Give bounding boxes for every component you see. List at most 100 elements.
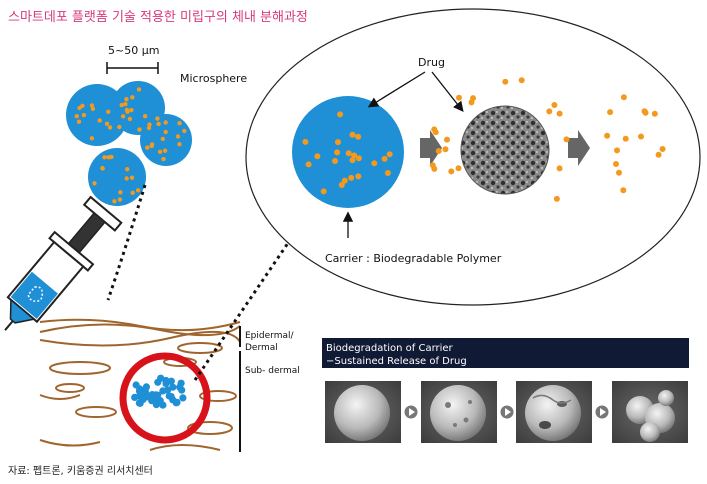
injected-microsphere [131, 393, 139, 401]
microsphere-label: Microsphere [180, 72, 247, 85]
drug-dot [341, 177, 348, 184]
drug-dot [74, 114, 80, 119]
drug-dot [155, 116, 160, 121]
drug-dot [563, 136, 570, 143]
drug-dot [429, 162, 436, 169]
sem-image-sequence [325, 381, 688, 443]
process-arrow-1 [420, 130, 442, 166]
drug-dot [161, 156, 166, 162]
injected-microsphere [148, 391, 156, 399]
sem-image-2 [421, 381, 497, 443]
syringe [4, 195, 123, 331]
drug-dot [613, 161, 619, 167]
drug-dot [345, 150, 352, 157]
drug-dot [77, 105, 82, 111]
injected-microsphere [135, 387, 144, 395]
free-drug-dots [604, 94, 666, 194]
drug-dot [348, 174, 355, 181]
drug-dot [468, 99, 475, 106]
injected-microsphere [179, 394, 187, 402]
drug-dot [655, 151, 662, 158]
released-drug-dots [429, 77, 570, 202]
microsphere-cluster [66, 81, 192, 206]
drug-dot [89, 103, 95, 108]
drug-dot [659, 146, 666, 152]
drug-dot [81, 112, 87, 118]
drug-dot [444, 136, 450, 143]
drug-dot [160, 136, 165, 142]
sem-image-4 [612, 381, 688, 443]
drug-dot [349, 157, 356, 164]
drug-dot [546, 108, 553, 115]
microsphere [140, 114, 192, 166]
drug-dot [371, 160, 378, 167]
drug-dot [124, 97, 129, 102]
drug-dot [142, 114, 148, 119]
drug-dot [124, 176, 129, 181]
drug-dot [556, 110, 563, 117]
porous-degrading-sphere [461, 106, 549, 194]
banner-line-1: Biodegradation of Carrier [326, 343, 454, 354]
injection-site-ring [119, 352, 211, 444]
scale-bar [106, 62, 159, 74]
drug-dot [163, 120, 168, 125]
drug-dot [355, 173, 362, 180]
drug-dot [622, 135, 629, 142]
drug-dot [147, 122, 152, 127]
injected-microsphere [156, 397, 164, 405]
drug-dot [129, 175, 135, 180]
drug-dot [156, 121, 161, 127]
biodegradation-banner [322, 338, 689, 368]
injected-microsphere [169, 383, 177, 391]
drug-dot [130, 190, 135, 195]
drug-dot [616, 169, 622, 176]
sem-image-3 [516, 381, 592, 443]
drug-dot [431, 126, 438, 133]
drug-dot [112, 199, 117, 204]
injected-microsphere [148, 397, 156, 405]
drug-dot [355, 133, 362, 140]
drug-dot [109, 154, 114, 160]
drug-dot [435, 148, 442, 154]
drug-dot [642, 109, 649, 116]
drug-dot [338, 182, 345, 188]
drug-dot [334, 149, 341, 156]
drug-dot [175, 134, 181, 139]
injected-microspheres [131, 374, 187, 409]
drug-dot [119, 102, 124, 108]
sem-image-1 [325, 381, 401, 443]
drug-dot [355, 155, 362, 162]
drug-dot [125, 167, 130, 172]
drug-dot [104, 121, 110, 127]
microsphere [88, 148, 146, 206]
injected-microsphere [159, 387, 167, 395]
drug-dot [117, 124, 122, 130]
subdermal-label: Sub- dermal [245, 366, 300, 376]
drug-dot [137, 127, 142, 132]
drug-dot [76, 119, 82, 124]
drug-label: Drug [418, 56, 445, 69]
drug-dot [177, 121, 182, 126]
drug-dot [157, 149, 163, 154]
drug-dot [386, 151, 393, 158]
drug-dot [89, 136, 95, 141]
carrier-drug-dots [302, 111, 393, 195]
drug-dot [129, 107, 134, 113]
drug-dot [107, 125, 113, 130]
process-arrow-2 [568, 130, 590, 166]
drug-dot [381, 155, 388, 162]
drug-dot [335, 139, 341, 146]
drug-dot [305, 161, 312, 168]
drug-dot [102, 155, 107, 160]
drug-dot [135, 188, 141, 193]
banner-line-2: −Sustained Release of Drug [326, 356, 467, 367]
drug-dot [177, 142, 182, 147]
drug-dot [614, 147, 620, 154]
drug-arrow-left [367, 71, 426, 108]
drug-dot [182, 128, 187, 134]
drug-dot [518, 77, 525, 84]
drug-dot [162, 148, 168, 153]
drug-dot [136, 87, 142, 92]
source-note: 자료: 펩트론, 키움증권 리서치센터 [8, 466, 153, 477]
